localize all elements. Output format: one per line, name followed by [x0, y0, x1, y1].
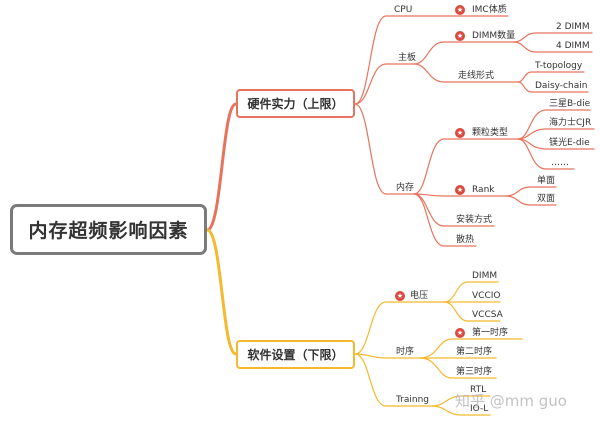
connector-die-hynix	[517, 128, 595, 140]
connector-sw-timing	[354, 353, 421, 359]
star-marker-icon: ★	[455, 128, 465, 138]
dimm-4-node[interactable]: 4 DIMM	[556, 41, 590, 51]
volt-dimm-node[interactable]: DIMM	[472, 271, 498, 281]
connector-rank-single	[505, 186, 557, 197]
connector-dimm-2	[513, 32, 593, 43]
root-node[interactable]: 内存超频影响因素	[10, 204, 207, 255]
timing-node[interactable]: 时序	[396, 347, 415, 357]
rank-double-node[interactable]: 双面	[537, 194, 556, 204]
connector-topo-t	[517, 71, 585, 83]
connector-die-more	[517, 138, 575, 170]
connector-mem-cooling	[413, 193, 477, 247]
star-marker-icon: ★	[455, 31, 465, 41]
die-more-node[interactable]: ……	[551, 158, 569, 168]
star-marker-icon: ★	[455, 185, 465, 195]
connector-root-software	[205, 228, 238, 356]
connector-die-samsung	[517, 109, 591, 140]
t-topology-node[interactable]: T-topology	[535, 61, 583, 71]
training-iol-node[interactable]: IO-L	[470, 404, 489, 414]
install-node[interactable]: 安装方式	[456, 215, 493, 225]
connector-hw-memory	[354, 103, 415, 195]
die-type-node[interactable]: 颗粒类型	[472, 128, 509, 138]
connector-timing-3	[419, 357, 497, 379]
hynix-cjr-node[interactable]: 海力士CJR	[549, 118, 592, 128]
dimm-2-node[interactable]: 2 DIMM	[556, 22, 590, 32]
software-node[interactable]: 软件设置（下限）	[236, 340, 355, 369]
connector-sw-training	[354, 353, 433, 407]
timing-secondary-node[interactable]: 第二时序	[456, 347, 493, 357]
volt-vccio-node[interactable]: VCCIO	[472, 291, 501, 301]
micron-edie-node[interactable]: 镁光E-die	[549, 138, 590, 148]
star-marker-icon: ★	[455, 5, 465, 15]
training-node[interactable]: Trainng	[396, 395, 430, 405]
timing-primary-node[interactable]: 第一时序	[472, 328, 509, 338]
hardware-node[interactable]: 硬件实力（上限）	[236, 89, 355, 118]
connector-sw-voltage	[354, 301, 445, 355]
connector-hw-cpu	[354, 15, 415, 105]
connector-topo-daisy	[517, 81, 589, 93]
timing-tertiary-node[interactable]: 第三时序	[456, 367, 493, 377]
training-rtl-node[interactable]: RTL	[470, 385, 487, 395]
rank-node[interactable]: Rank	[472, 185, 495, 195]
connector-volt-dimm	[443, 281, 499, 303]
connector-mem-rank	[413, 193, 507, 197]
voltage-node[interactable]: 电压	[410, 291, 429, 301]
connector-mem-die	[413, 138, 519, 195]
watermark-text: 知乎 @mm guo	[455, 392, 567, 410]
volt-vccsa-node[interactable]: VCCSA	[472, 310, 503, 320]
rank-single-node[interactable]: 单面	[537, 176, 556, 186]
cpu-node[interactable]: CPU	[394, 5, 413, 15]
connector-board-topology	[413, 63, 519, 83]
connector-timing-1	[419, 338, 523, 359]
star-marker-icon: ★	[455, 328, 465, 338]
board-node[interactable]: 主板	[398, 53, 417, 63]
dimm-count-node[interactable]: DIMM数量	[472, 31, 516, 41]
imc-node[interactable]: IMC体质	[472, 5, 507, 15]
memory-node[interactable]: 内存	[396, 183, 415, 193]
cooling-node[interactable]: 散热	[456, 235, 475, 245]
samsung-bdie-node[interactable]: 三星B-die	[549, 99, 591, 109]
connector-dimm-4	[513, 41, 593, 53]
connector-board-dimm	[413, 41, 515, 65]
daisy-chain-node[interactable]: Daisy-chain	[535, 81, 588, 91]
connector-rank-double	[505, 195, 557, 206]
connector-training-rtl	[431, 395, 491, 407]
star-marker-icon: ★	[395, 291, 405, 301]
connector-hw-board	[354, 63, 415, 105]
connector-root-hardware	[205, 102, 238, 232]
connector-training-iol	[431, 405, 491, 416]
connector-volt-vccsa	[443, 301, 501, 322]
topology-node[interactable]: 走线形式	[458, 71, 495, 81]
